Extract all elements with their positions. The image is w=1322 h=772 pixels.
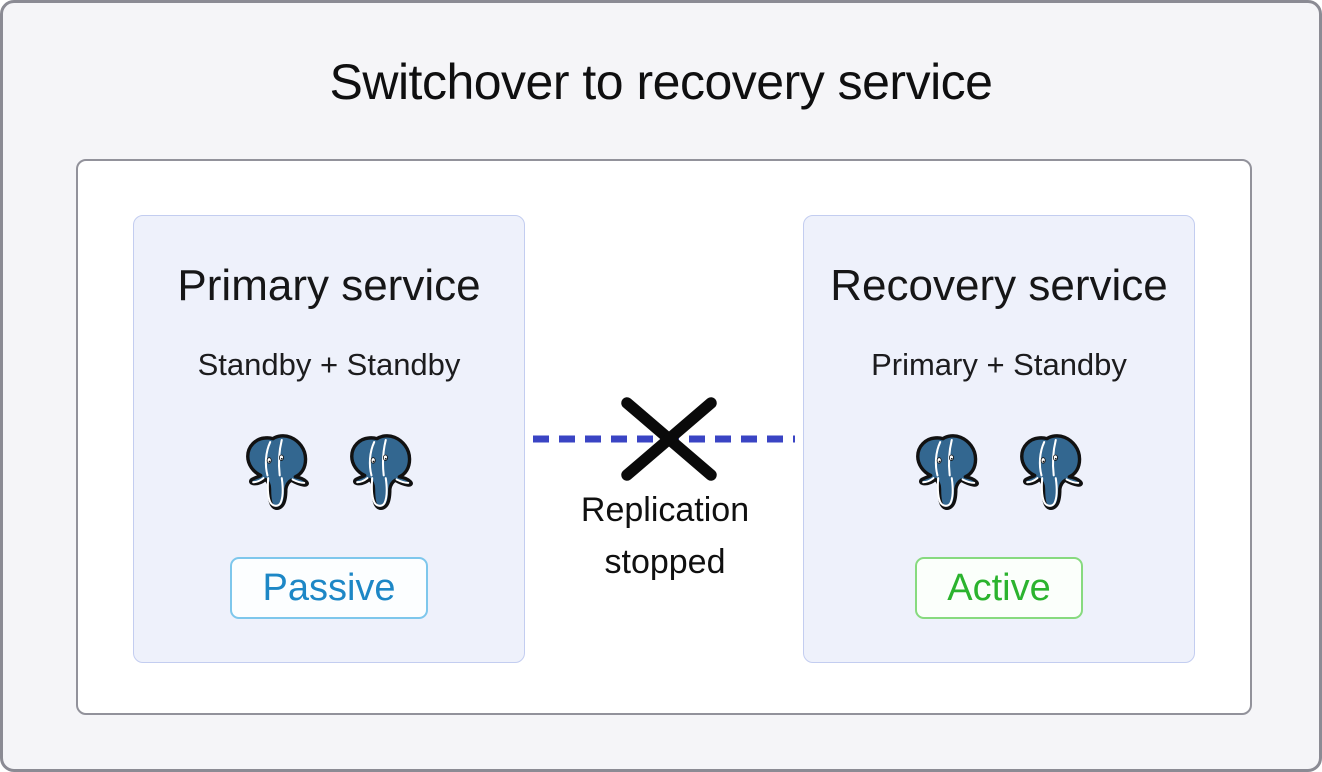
primary-service-subtitle: Standby + Standby	[197, 347, 461, 382]
postgresql-elephant-icon	[243, 433, 311, 511]
primary-service-icons	[134, 432, 524, 512]
recovery-service-icons	[804, 432, 1194, 512]
recovery-service-subtitle: Primary + Standby	[871, 347, 1127, 382]
postgresql-elephant-icon	[913, 433, 981, 511]
primary-service-card: Primary service Standby + Standby Passiv…	[133, 215, 525, 663]
replication-connector	[533, 397, 795, 481]
status-badge-passive: Passive	[230, 557, 428, 619]
status-badge-active: Active	[915, 557, 1083, 619]
postgresql-elephant-icon	[347, 433, 415, 511]
recovery-service-title: Recovery service	[830, 261, 1168, 310]
page-title: Switchover to recovery service	[329, 54, 993, 110]
primary-service-title: Primary service	[177, 261, 481, 310]
recovery-service-card: Recovery service Primary + Standby Activ…	[803, 215, 1195, 663]
replication-stopped-label: Replication stopped	[515, 484, 815, 588]
replication-stopped-label-line1: Replication	[580, 491, 750, 529]
primary-badge-row: Passive	[134, 557, 524, 619]
recovery-badge-row: Active	[804, 557, 1194, 619]
stopped-cross-icon	[621, 397, 717, 481]
postgresql-elephant-icon	[1017, 433, 1085, 511]
replication-stopped-label-line2: stopped	[604, 543, 726, 581]
